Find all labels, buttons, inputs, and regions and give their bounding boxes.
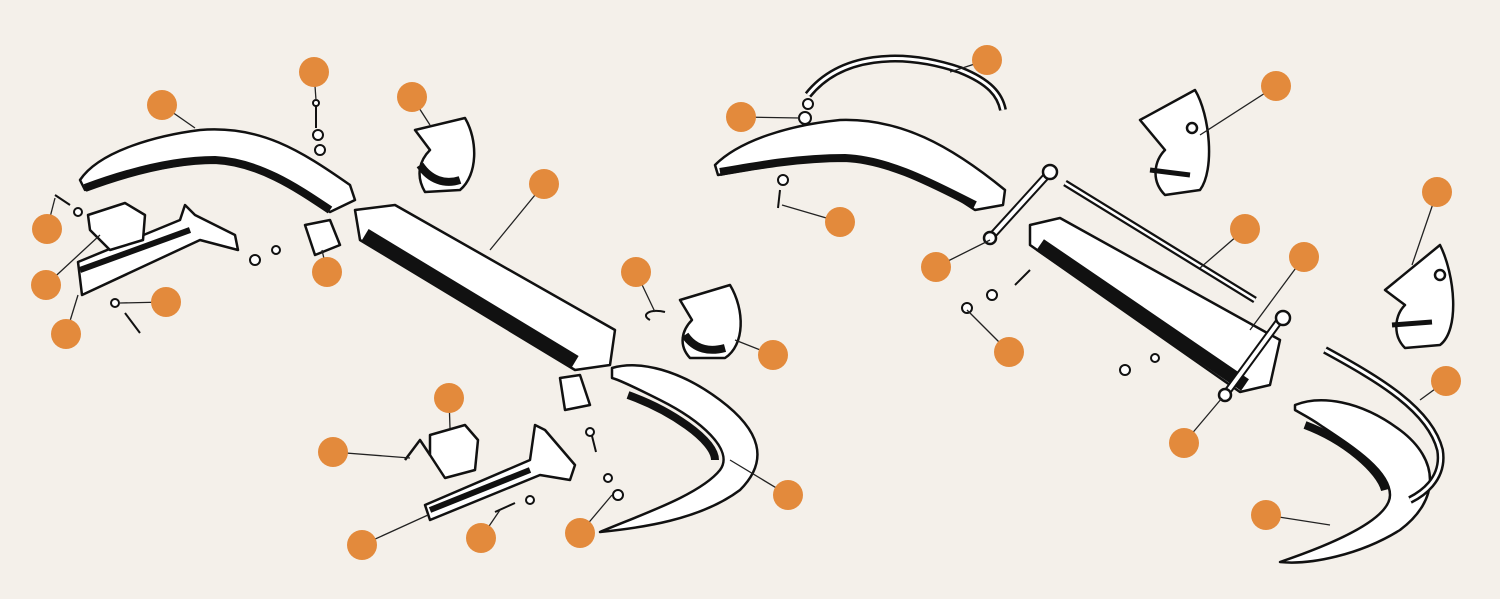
callout-dot — [972, 45, 1002, 75]
callout-dot — [1422, 177, 1452, 207]
rear-tube-lower — [1323, 346, 1445, 504]
callout-dot — [1230, 214, 1260, 244]
left-overrider — [413, 116, 476, 194]
callout-dot — [318, 437, 348, 467]
callout-dot — [565, 518, 595, 548]
callout-dot — [1431, 366, 1461, 396]
lower-bracket — [423, 423, 577, 522]
rear-center-bumper-bar — [1028, 216, 1282, 394]
callout-dot — [529, 169, 559, 199]
callout-dot — [773, 480, 803, 510]
callout-dot — [347, 530, 377, 560]
clip-plates — [303, 218, 592, 412]
callout-dot — [299, 57, 329, 87]
rear-tube-upper — [804, 54, 1007, 111]
callout-dot — [466, 523, 496, 553]
front-center-bumper-bar — [353, 203, 617, 372]
callout-dot — [1251, 500, 1281, 530]
leader-line — [1249, 256, 1305, 331]
callout-dot — [994, 337, 1024, 367]
callout-dot — [621, 257, 651, 287]
callout-dot — [51, 319, 81, 349]
callout-dot — [397, 82, 427, 112]
fasteners-left — [54, 99, 666, 513]
leader-line — [1199, 85, 1277, 136]
rear-right-bumper-blade — [1278, 399, 1432, 564]
rear-overrider-lower — [1383, 243, 1455, 350]
fasteners-right — [777, 98, 1160, 376]
callout-dot — [921, 252, 951, 282]
callout-dot — [434, 383, 464, 413]
callout-dot — [1289, 242, 1319, 272]
left-mounting-block — [86, 201, 147, 252]
callout-dot — [758, 340, 788, 370]
tie-rod — [1063, 180, 1257, 303]
callout-dot — [32, 214, 62, 244]
callout-dot — [1261, 71, 1291, 101]
front-right-bumper-blade — [598, 364, 759, 534]
stay-links — [982, 163, 1292, 403]
right-overrider — [678, 283, 742, 360]
front-left-bumper-blade — [78, 128, 357, 214]
callout-dot — [31, 270, 61, 300]
lower-mounting-block — [404, 423, 480, 480]
rear-left-bumper-blade — [713, 118, 1007, 212]
callout-dot — [312, 257, 342, 287]
left-bracket — [76, 203, 240, 297]
rear-overrider-upper — [1138, 88, 1211, 197]
callout-dot — [825, 207, 855, 237]
callout-dot — [147, 90, 177, 120]
callout-dot — [1169, 428, 1199, 458]
callout-dot — [151, 287, 181, 317]
callout-dot — [726, 102, 756, 132]
